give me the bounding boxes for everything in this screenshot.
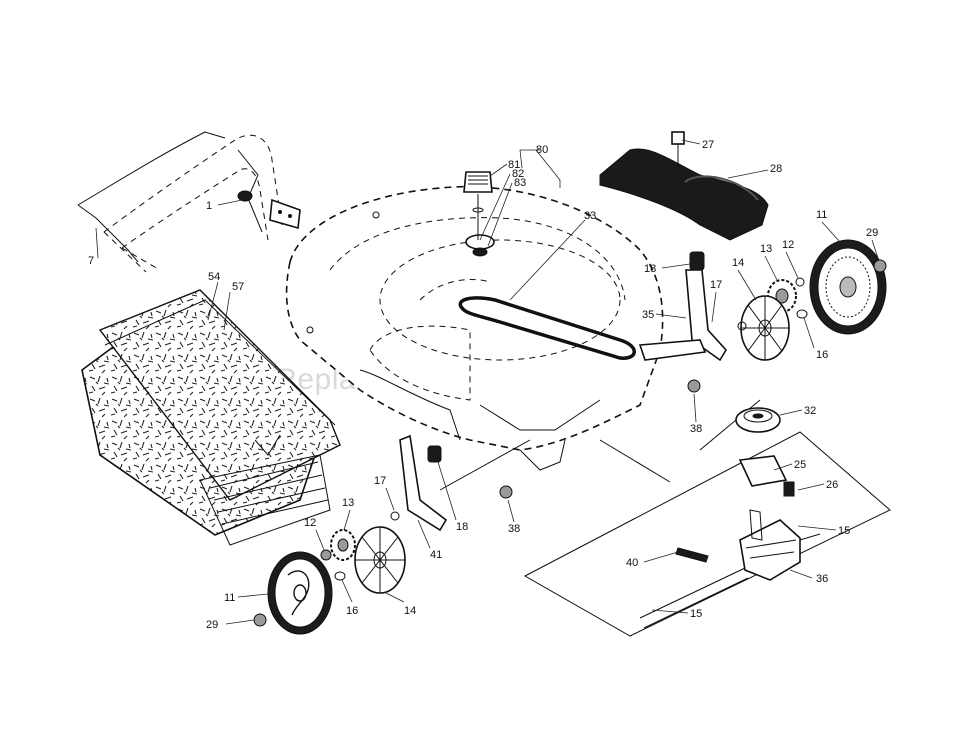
callout-38-left: 38	[508, 523, 520, 535]
callout-36: 36	[816, 573, 828, 585]
callout-54: 54	[208, 271, 220, 283]
callout-41: 41	[430, 549, 442, 561]
callout-1: 1	[206, 200, 212, 212]
left-height-adjuster	[390, 434, 531, 532]
nut-38-right	[687, 379, 701, 393]
callout-83: 83	[514, 177, 526, 189]
callout-12-right: 12	[782, 239, 794, 251]
callout-12-left: 12	[304, 517, 316, 529]
drive-belt	[458, 296, 636, 360]
right-rear-wheel	[809, 239, 887, 335]
transmission-pulley	[735, 407, 781, 433]
callout-labels: 1 7 81 80 82 83 33 27 28 11 29 13 12 18 …	[88, 139, 878, 631]
callout-27: 27	[702, 139, 714, 151]
transmission-gearbox	[639, 509, 821, 629]
callout-14-left: 14	[404, 605, 416, 617]
mower-deck	[285, 185, 664, 471]
callout-57: 57	[232, 281, 244, 293]
callout-18-left: 18	[456, 521, 468, 533]
callout-11-right: 11	[816, 209, 827, 221]
callout-35: 35	[642, 309, 654, 321]
callout-13-right: 13	[760, 243, 772, 255]
drive-pulley	[463, 171, 495, 257]
callout-18-right: 18	[644, 263, 656, 275]
bolt-26	[783, 481, 795, 497]
control-bail-cable	[237, 190, 253, 202]
left-rear-wheel	[267, 551, 333, 635]
spring-40	[675, 547, 709, 563]
left-hubcap-wheel	[354, 526, 406, 594]
left-drive-gear	[330, 529, 356, 561]
leader-lines	[95, 139, 879, 625]
callout-40: 40	[626, 557, 638, 569]
adjuster-knob-left	[427, 445, 442, 463]
callout-29-left: 29	[206, 619, 218, 631]
nut-38-left	[499, 485, 513, 499]
callout-82: 82	[512, 168, 524, 180]
callout-15-lower: 15	[690, 608, 702, 620]
right-hubcap-wheel	[740, 295, 790, 361]
shield-25	[738, 455, 788, 487]
callout-26: 26	[826, 479, 838, 491]
washer-right	[795, 277, 805, 287]
callout-80: 80	[536, 144, 548, 156]
callout-33: 33	[584, 210, 596, 222]
adjuster-knob-right	[689, 251, 705, 271]
rear-discharge-cover	[599, 131, 769, 241]
transmission-callout-box	[523, 399, 891, 637]
callout-15-upper: 15	[838, 525, 850, 537]
callout-28: 28	[770, 163, 782, 175]
callout-38-right: 38	[690, 423, 702, 435]
grass-catcher-bag	[81, 289, 341, 546]
callout-16-left: 16	[346, 605, 358, 617]
callout-17-right: 17	[710, 279, 722, 291]
callout-17-left: 17	[374, 475, 386, 487]
callout-11-left: 11	[224, 592, 235, 604]
callout-29-right: 29	[866, 227, 878, 239]
callout-14-right: 14	[732, 257, 744, 269]
callout-25: 25	[794, 459, 806, 471]
wheel-nut-left	[253, 613, 267, 627]
handle-assembly	[77, 131, 301, 273]
right-height-adjuster	[638, 251, 747, 362]
wheel-nut-right	[873, 259, 887, 273]
callout-13-left: 13	[342, 497, 354, 509]
callout-16-right: 16	[816, 349, 828, 361]
callout-81: 81	[508, 159, 520, 171]
callout-7: 7	[88, 255, 94, 267]
callout-32: 32	[804, 405, 816, 417]
